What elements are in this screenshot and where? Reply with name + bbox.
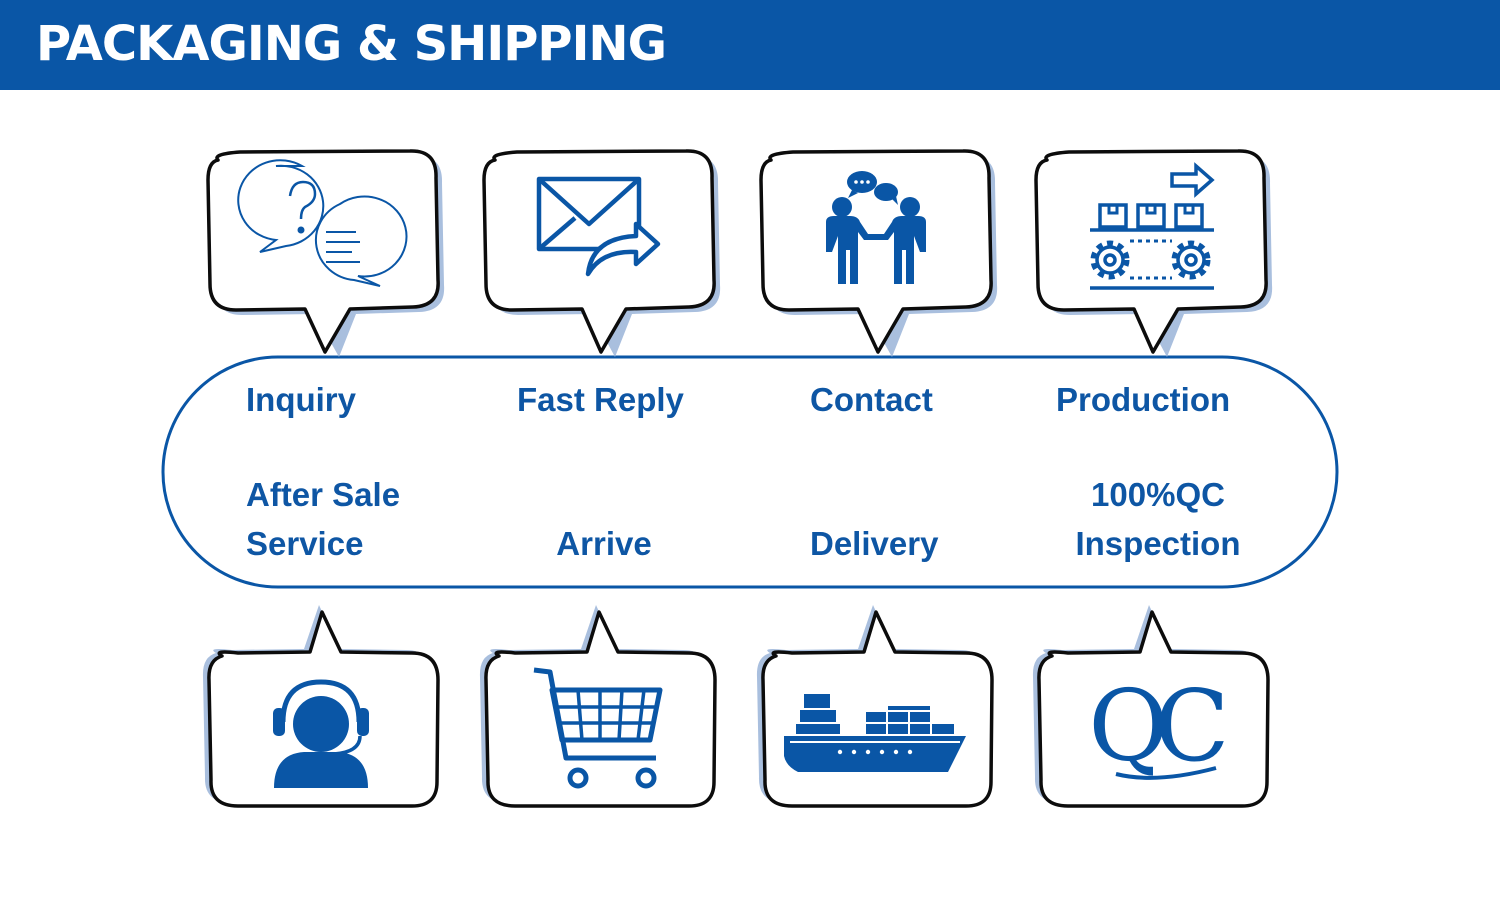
step-label-fast-reply: Fast Reply <box>517 381 684 418</box>
step-label-after-sale-line2: Service <box>246 525 364 562</box>
step-label-inquiry: Inquiry <box>246 381 357 418</box>
step-label-production: Production <box>1056 381 1231 418</box>
bubble-production <box>1034 149 1273 357</box>
cargo-ship-icon <box>784 694 966 772</box>
step-label-delivery: Delivery <box>810 525 939 562</box>
page-title: PACKAGING & SHIPPING <box>36 16 667 72</box>
qc-logo-text: QC <box>1088 670 1224 784</box>
shopping-cart-icon <box>533 667 663 789</box>
bubble-arrive <box>479 605 717 808</box>
process-band <box>161 355 1339 589</box>
bubble-inquiry <box>206 149 445 357</box>
step-label-arrive: Arrive <box>556 525 652 562</box>
step-label-after-sale-line1: After Sale <box>246 476 401 513</box>
customer-service-headset-icon <box>273 679 369 788</box>
step-label-qc-line1: 100%QC <box>1091 476 1225 513</box>
bubble-after-sale-service <box>202 605 440 808</box>
bubble-delivery <box>756 605 994 808</box>
handshake-people-icon <box>826 171 926 284</box>
question-chat-icon <box>237 159 408 287</box>
bubble-contact <box>759 149 998 357</box>
bubble-qc-inspection: QC <box>1032 605 1270 808</box>
bubble-fast-reply <box>482 149 721 357</box>
page-header: PACKAGING & SHIPPING <box>0 0 1500 90</box>
email-reply-icon <box>536 176 661 277</box>
conveyor-factory-icon <box>1090 162 1215 290</box>
step-label-contact: Contact <box>810 381 933 418</box>
qc-logo-icon: QC <box>1088 670 1238 784</box>
step-label-qc-line2: Inspection <box>1075 525 1241 562</box>
